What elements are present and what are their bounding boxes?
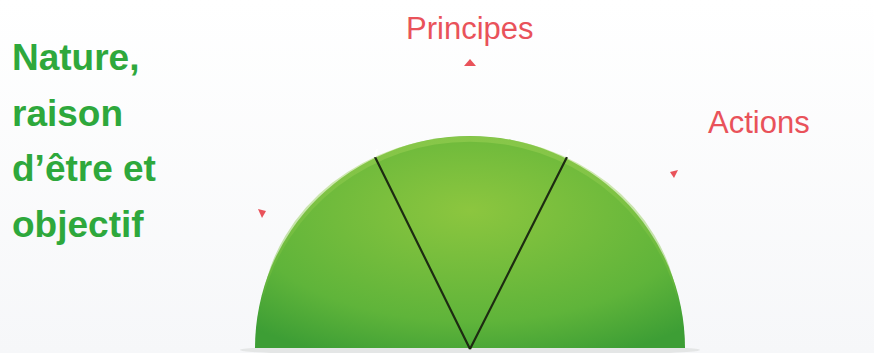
sector-divider xyxy=(375,157,567,349)
arrow-head xyxy=(464,59,476,66)
rim-highlight xyxy=(262,136,678,300)
section-label: Nature, raison d’être et objectif xyxy=(12,30,227,252)
section-label: Principes xyxy=(406,10,534,47)
notch xyxy=(375,149,569,157)
half-disc xyxy=(255,136,685,348)
arrow-head xyxy=(670,170,678,178)
section-label: Actions xyxy=(708,104,810,141)
arrow-head xyxy=(258,209,266,218)
